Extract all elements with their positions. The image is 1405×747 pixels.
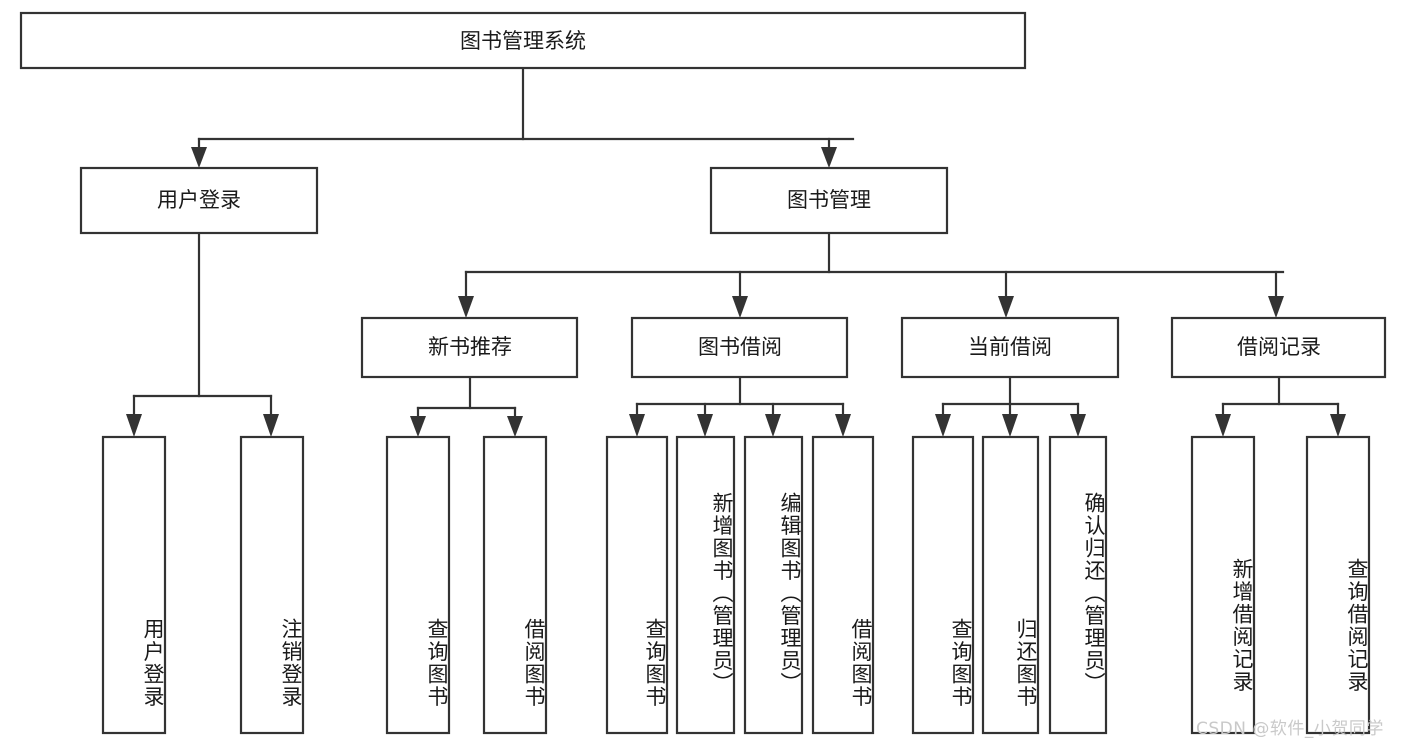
leaf-box[interactable] xyxy=(911,435,975,735)
arrow-head-icon xyxy=(458,296,474,318)
leaf-boxes-borrow-record xyxy=(1190,435,1371,735)
node-label-borrow-record: 借阅记录 xyxy=(1237,335,1321,359)
arrow-head-icon xyxy=(126,414,142,437)
node-label-root: 图书管理系统 xyxy=(460,29,586,53)
leaf-boxes-current-borrow xyxy=(911,435,1108,735)
leaf-box[interactable] xyxy=(101,435,167,735)
node-new-book-rec[interactable]: 新书推荐 xyxy=(360,316,579,379)
arrow-head-icon xyxy=(191,147,207,168)
arrow-head-icon xyxy=(765,414,781,437)
leaf-box[interactable] xyxy=(981,435,1040,735)
connector-bookborrow-to-leaves xyxy=(629,375,851,437)
leaf-box[interactable] xyxy=(811,435,875,735)
node-box[interactable] xyxy=(19,11,1027,70)
connector-borrowrecord-to-leaves xyxy=(1215,375,1346,437)
arrow-head-icon xyxy=(1215,414,1231,437)
node-box[interactable] xyxy=(709,166,949,235)
arrow-head-icon xyxy=(821,147,837,168)
node-user-login[interactable]: 用户登录 xyxy=(79,166,319,235)
node-root[interactable]: 图书管理系统 xyxy=(19,11,1027,70)
connector-root-to-level2 xyxy=(191,66,855,168)
node-label-user-login: 用户登录 xyxy=(157,188,241,212)
leaf-boxes-new-book-rec xyxy=(385,435,548,735)
node-box[interactable] xyxy=(630,316,849,379)
connector-currentborrow-to-leaves xyxy=(935,375,1086,437)
node-box[interactable] xyxy=(1170,316,1387,379)
leaf-box[interactable] xyxy=(239,435,305,735)
leaf-box[interactable] xyxy=(482,435,548,735)
node-label-new-book-rec: 新书推荐 xyxy=(428,335,512,359)
node-label-book-manage: 图书管理 xyxy=(787,188,871,212)
node-label-current-borrow: 当前借阅 xyxy=(968,335,1052,359)
arrow-head-icon xyxy=(1268,296,1284,318)
arrow-head-icon xyxy=(1070,414,1086,437)
leaf-box[interactable] xyxy=(675,435,736,735)
arrow-head-icon xyxy=(1002,414,1018,437)
node-borrow-record[interactable]: 借阅记录 xyxy=(1170,316,1387,379)
connector-userlogin-to-leaves xyxy=(126,231,279,437)
leaf-box[interactable] xyxy=(743,435,804,735)
arrow-head-icon xyxy=(1330,414,1346,437)
node-book-borrow[interactable]: 图书借阅 xyxy=(630,316,849,379)
csdn-watermark: CSDN @软件_小贺同学 xyxy=(1196,719,1384,739)
arrow-head-icon xyxy=(697,414,713,437)
node-box[interactable] xyxy=(900,316,1120,379)
arrow-head-icon xyxy=(410,416,426,437)
leaf-box[interactable] xyxy=(1305,435,1371,735)
leaf-box[interactable] xyxy=(1190,435,1256,735)
connector-newbookrec-to-leaves xyxy=(410,375,523,437)
arrow-head-icon xyxy=(935,414,951,437)
arrow-head-icon xyxy=(732,296,748,318)
arrow-head-icon xyxy=(629,414,645,437)
leaf-box[interactable] xyxy=(605,435,669,735)
node-current-borrow[interactable]: 当前借阅 xyxy=(900,316,1120,379)
leaf-box[interactable] xyxy=(1048,435,1108,735)
node-box[interactable] xyxy=(79,166,319,235)
arrow-head-icon xyxy=(507,416,523,437)
arrow-head-icon xyxy=(998,296,1014,318)
arrow-head-icon xyxy=(263,414,279,437)
node-box[interactable] xyxy=(360,316,579,379)
arrow-head-icon xyxy=(835,414,851,437)
leaf-boxes-user-login xyxy=(101,435,305,735)
leaf-boxes-book-borrow xyxy=(605,435,875,735)
node-label-book-borrow: 图书借阅 xyxy=(698,335,782,359)
node-book-manage[interactable]: 图书管理 xyxy=(709,166,949,235)
leaf-box[interactable] xyxy=(385,435,451,735)
connector-bookmanage-to-level3 xyxy=(458,231,1285,318)
